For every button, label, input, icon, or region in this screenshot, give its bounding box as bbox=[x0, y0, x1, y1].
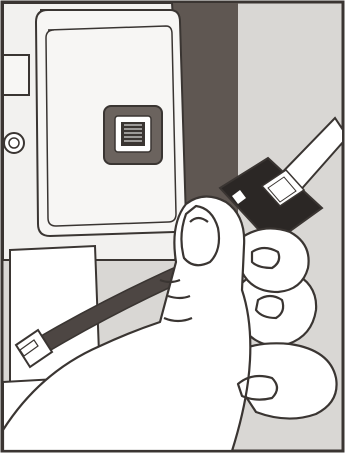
phone-jack bbox=[104, 106, 162, 164]
